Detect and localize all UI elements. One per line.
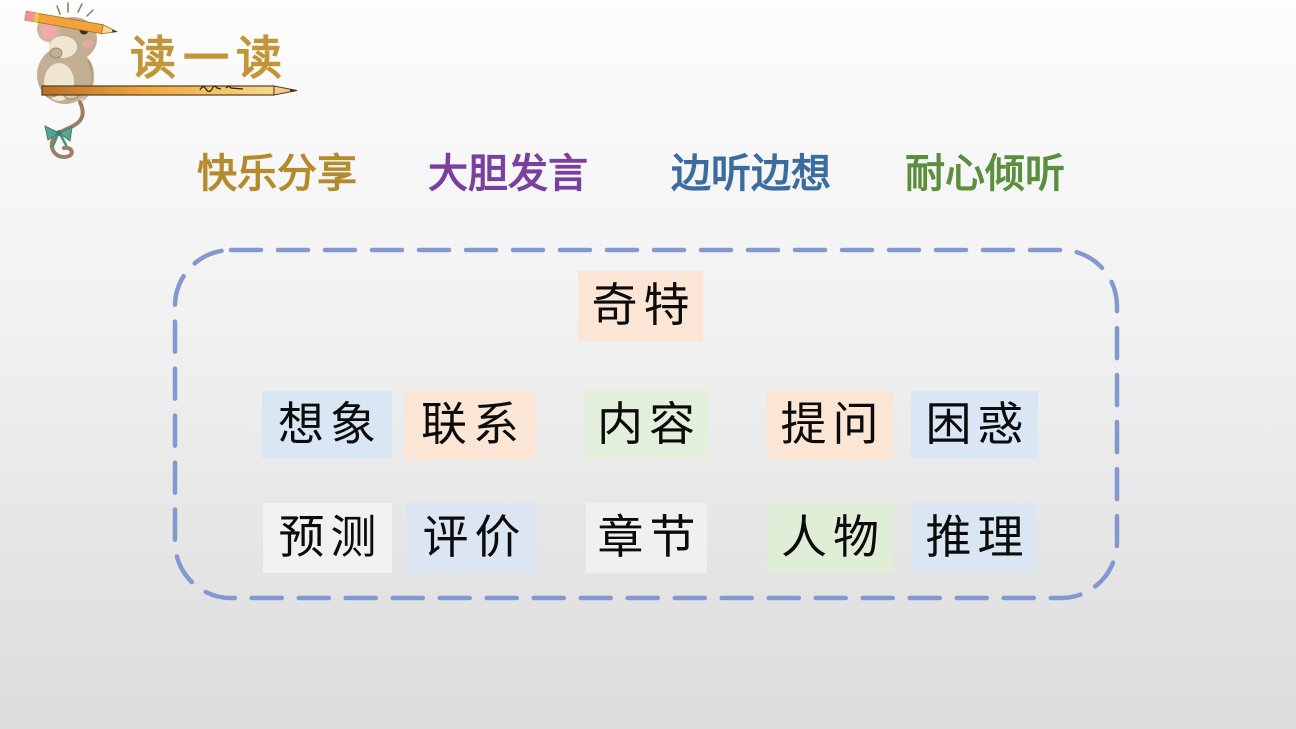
tile-qite: 奇特	[578, 271, 703, 341]
phrase-dadan-fayan: 大胆发言	[428, 151, 588, 196]
hair-spikes	[56, 2, 94, 17]
teal-bow-icon	[44, 125, 73, 148]
tile-renwu: 人物	[767, 503, 893, 573]
phrase-kuaile-fenxiang: 快乐分享	[197, 151, 357, 196]
dashed-border-box	[172, 247, 1120, 601]
slide-title: 读一读	[130, 33, 289, 84]
signature-squiggle	[199, 85, 244, 93]
mouse-tail	[49, 100, 85, 159]
tile-xiangxiang: 想象	[262, 391, 392, 459]
tile-kunhuo: 困惑	[911, 391, 1038, 459]
tile-tiwen: 提问	[766, 391, 893, 459]
pencil-tip	[273, 85, 298, 96]
tile-neirong: 内容	[584, 391, 708, 459]
cheek-blush	[82, 40, 94, 48]
tile-lianxi: 联系	[404, 391, 536, 459]
tile-zhangjie: 章节	[586, 503, 707, 573]
tile-tuili: 推理	[912, 503, 1037, 573]
phrase-naixin-qingting: 耐心倾听	[905, 151, 1065, 196]
dashed-border-rect	[172, 247, 1120, 601]
tile-pingjia: 评价	[406, 503, 537, 573]
pencil-rule-divider	[41, 85, 298, 96]
pencil-in-mouth-icon	[24, 10, 119, 35]
tile-yuce: 预测	[263, 503, 392, 573]
phrase-bianting-bianxiang: 边听边想	[671, 151, 831, 196]
